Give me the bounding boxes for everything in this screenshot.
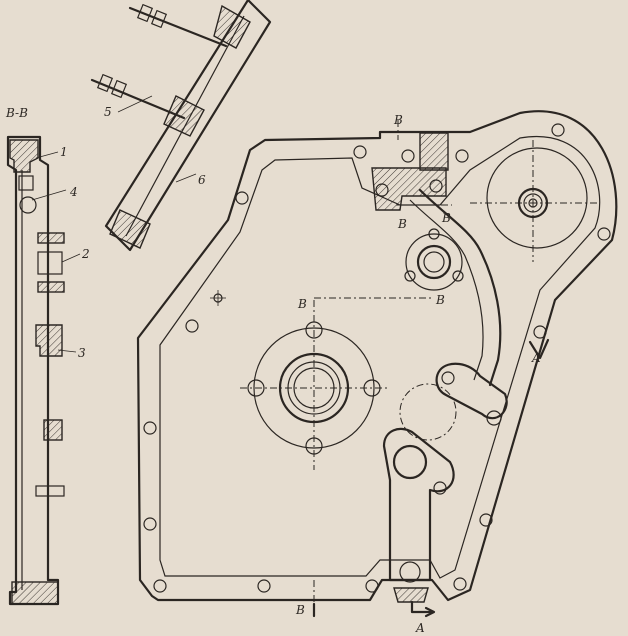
callout-1: 1 — [60, 145, 68, 159]
callout-2: 2 — [81, 247, 90, 261]
yoke-bolt-2 — [429, 179, 443, 193]
top-bracket-hatch — [419, 132, 449, 171]
perimeter-hole — [401, 149, 415, 163]
arrow-a-bottom — [424, 606, 436, 618]
leader-4 — [31, 189, 67, 201]
perimeter-hole — [143, 421, 157, 435]
upper-rod — [128, 6, 228, 48]
lever-arm — [435, 362, 508, 420]
small-bearing-pcd — [405, 233, 463, 291]
pipe-inner — [409, 199, 484, 381]
lower-boss-hatch — [109, 209, 151, 249]
middle-boss-hatch — [163, 95, 205, 137]
perimeter-hole — [153, 579, 167, 593]
section-mark: A — [415, 621, 425, 635]
leader-6 — [175, 173, 197, 183]
upper-gear-circle — [486, 147, 588, 249]
callout-6: 6 — [198, 173, 206, 187]
perimeter-hole — [479, 513, 493, 527]
upper-rod-nut-2 — [150, 9, 168, 29]
callout-5: 5 — [104, 105, 112, 119]
top-nut — [18, 175, 34, 191]
section-mark: A — [531, 351, 541, 365]
leader-2 — [61, 253, 81, 263]
small-bearing-bolt-3 — [452, 270, 464, 282]
diagonal-section-detail: 5 6 — [90, 0, 272, 252]
top-flange-hatch — [9, 139, 39, 173]
section-mark: B — [435, 293, 445, 307]
lower-rod-nut-2 — [110, 79, 128, 99]
small-bearing-inner — [423, 251, 445, 273]
callout-3: 3 — [78, 346, 86, 360]
central-bearing-pcd — [253, 327, 375, 449]
hidden-shaft-circle — [399, 383, 457, 441]
section-mark: B — [397, 217, 407, 231]
section-hole — [19, 196, 37, 214]
main-plate-view: B B B B B B A A — [136, 110, 618, 635]
perimeter-hole — [533, 325, 547, 339]
perimeter-hole — [185, 319, 199, 333]
bracket-3-hatch — [35, 324, 63, 357]
cut-mark-a-bottom — [410, 600, 434, 614]
perimeter-hole — [353, 145, 367, 159]
perimeter-hole — [597, 227, 611, 241]
section-mark: B — [441, 211, 451, 225]
lever-end-hole — [486, 410, 502, 426]
small-bearing-outer — [416, 244, 452, 280]
perimeter-hole — [551, 123, 565, 137]
diagonal-plate — [104, 0, 272, 252]
plate-inner-outline — [159, 135, 601, 579]
perimeter-hole — [453, 577, 467, 591]
bracket-2-bottom — [37, 281, 65, 293]
bracket-2-top — [37, 232, 65, 244]
perimeter-hole — [257, 579, 271, 593]
upper-rod-nut-1 — [136, 3, 154, 23]
lower-rod — [90, 78, 186, 120]
section-mark: B — [393, 113, 403, 127]
section-mark: B — [295, 603, 305, 617]
small-bearing-bolt-2 — [404, 270, 416, 282]
section-mark: B — [297, 297, 307, 311]
section-view-b-b: B-B 1 4 2 3 — [5, 106, 90, 606]
bottom-notch-hole — [399, 561, 421, 583]
section-title: B-B — [5, 106, 28, 120]
lower-rod-nut-1 — [96, 73, 114, 93]
perimeter-hole — [235, 191, 249, 205]
leader-1 — [35, 151, 59, 159]
bracket-2-body — [37, 251, 63, 275]
central-bolt-left — [247, 379, 265, 397]
upper-boss-hatch — [213, 4, 251, 49]
lower-bracket-hatch — [43, 419, 63, 441]
pipe-outer — [418, 188, 502, 387]
perimeter-hole — [365, 579, 379, 593]
cut-mark-a-right — [528, 338, 550, 360]
leader-3 — [57, 349, 77, 353]
plate-outer-outline — [136, 110, 618, 602]
bottom-notch-hatch — [393, 587, 429, 603]
perimeter-hole — [455, 149, 469, 163]
top-yoke-hatch — [371, 167, 447, 211]
link-arm-hub — [392, 444, 428, 480]
perimeter-hole — [143, 517, 157, 531]
link-arm — [382, 427, 455, 582]
plate-outline — [6, 135, 60, 606]
foot-hatch — [11, 581, 59, 605]
yoke-bolt-1 — [375, 183, 389, 197]
small-bearing-bolt-1 — [428, 228, 440, 240]
lever-pivot — [441, 371, 455, 385]
bottom-bolt — [35, 485, 65, 497]
link-arm-pin — [433, 481, 447, 495]
callout-4: 4 — [69, 185, 78, 199]
leader-5 — [117, 95, 153, 113]
